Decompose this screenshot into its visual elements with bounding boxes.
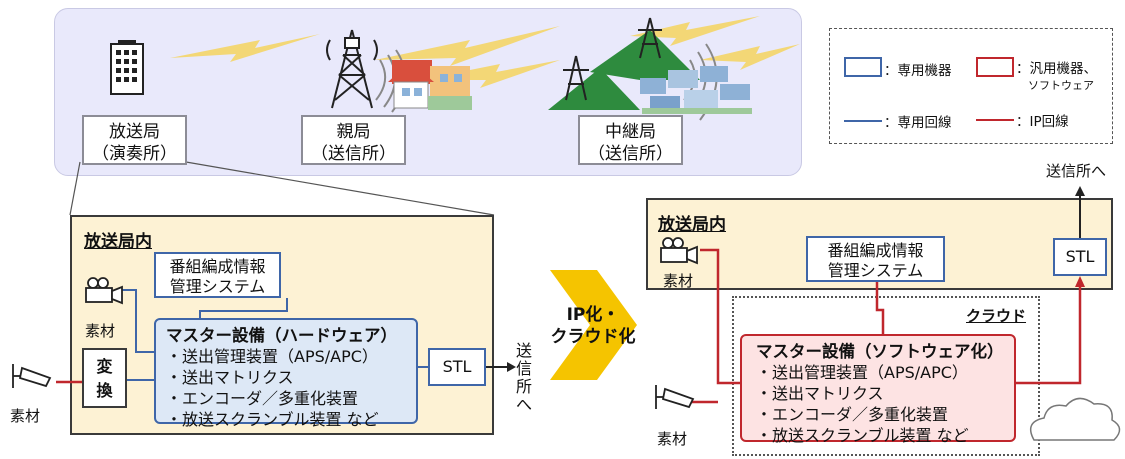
right-station-title: 放送局内: [658, 215, 726, 235]
right-program-info-line1: 番組編成情報: [827, 241, 924, 260]
ip-line: [875, 282, 885, 334]
ip-line: [1016, 286, 1082, 385]
lightning-beam: [630, 16, 760, 46]
right-master-item: ・送出管理装置（APS/APC）: [756, 363, 968, 382]
left-master-item: ・送出マトリクス: [166, 368, 294, 387]
to-transmitter-char: へ: [515, 395, 532, 414]
broadcast-station-sub: （演奏所）: [92, 144, 177, 164]
parent-station-name: 親局: [336, 122, 371, 142]
right-program-info-line2: 管理システム: [827, 261, 924, 280]
legend-dedicated-device-swatch: [844, 57, 882, 77]
converter-line2: 換: [96, 381, 113, 400]
office-building-icon: [110, 40, 144, 95]
lightning-beam: [420, 60, 560, 88]
right-stl-box: STL: [1053, 238, 1107, 276]
relay-station-sub: （送信所）: [588, 144, 673, 164]
relay-station-box: 中継局 （送信所）: [578, 115, 683, 165]
cloud-area: [732, 296, 1040, 456]
legend-dedicated-device-label: ：専用機器: [884, 63, 952, 79]
left-program-info-line2: 管理システム: [169, 277, 266, 296]
relay-houses-icon: [640, 66, 752, 114]
left-cctv-label: 素材: [10, 407, 41, 425]
left-master-item: ・エンコーダ／多重化装置: [166, 389, 359, 408]
transition-label: IP化・ クラウド化: [548, 304, 638, 348]
cloud-label: クラウド: [966, 307, 1027, 325]
right-to-transmitter-label: 送信所へ: [1046, 162, 1107, 180]
callout-line: [185, 161, 495, 216]
transition-label-line2: クラウド化: [550, 327, 636, 347]
right-master-item: ・エンコーダ／多重化装置: [756, 405, 949, 424]
legend-dedicated-line-swatch: [844, 120, 882, 122]
left-stl-box: STL: [428, 348, 486, 386]
relay-station-name: 中継局: [605, 122, 656, 142]
arrow-head: [1075, 186, 1085, 196]
left-program-info-system-box: 番組編成情報 管理システム: [154, 252, 281, 298]
video-camera-icon: [660, 237, 698, 265]
parent-station-box: 親局 （送信所）: [301, 115, 406, 165]
left-master-item: ・送出管理装置（APS/APC）: [166, 347, 378, 366]
transition-label-line1: IP化・: [566, 305, 620, 325]
relay-tower-icon: [563, 17, 662, 101]
broadcast-station-name: 放送局: [109, 122, 160, 142]
left-station-title: 放送局内: [84, 232, 152, 252]
dedicated-line: [121, 289, 154, 353]
right-master-item: ・送出マトリクス: [756, 384, 884, 403]
right-master-item: ・放送スクランブル装置 など: [756, 426, 969, 445]
lightning-beam: [170, 34, 320, 62]
left-to-transmitter-label: 送 信 所 へ: [515, 342, 533, 414]
arrow-head: [1075, 276, 1085, 287]
houses-icon: [388, 60, 472, 110]
right-cctv-label: 素材: [657, 430, 688, 448]
video-camera-icon: [85, 277, 123, 305]
right-program-info-system-box: 番組編成情報 管理システム: [806, 236, 945, 282]
lightning-beam: [700, 44, 800, 70]
broadcast-station-box: 放送局 （演奏所）: [82, 115, 187, 165]
legend-general-device-swatch: [976, 57, 1014, 77]
right-camera-label: 素材: [663, 272, 694, 290]
cctv-camera-icon: [12, 364, 52, 388]
to-transmitter-char: 信: [515, 359, 532, 378]
cctv-camera-icon: [655, 385, 695, 409]
left-master-title: マスター設備（ハードウェア）: [166, 326, 397, 345]
legend-general-device-label: ：汎用機器、: [1016, 61, 1097, 77]
left-camera-label: 素材: [85, 322, 116, 340]
left-master-equipment-box: マスター設備（ハードウェア） ・送出管理装置（APS/APC） ・送出マトリクス…: [154, 318, 418, 429]
left-master-item: ・放送スクランブル装置 など: [166, 410, 379, 429]
transition-arrow-shape: [550, 270, 637, 380]
cloud-icon: [1029, 397, 1121, 441]
dedicated-line: [199, 298, 288, 318]
left-program-info-line1: 番組編成情報: [169, 257, 266, 276]
legend-ip-line-label: ：IP回線: [1016, 114, 1069, 130]
to-transmitter-char: 送: [515, 341, 532, 360]
to-transmitter-char: 所: [515, 377, 532, 396]
ip-line: [700, 248, 740, 385]
legend-general-device-label-2: ソフトウェア: [1028, 79, 1094, 92]
right-master-title: マスター設備（ソフトウェア化）: [756, 342, 1004, 361]
lightning-beam: [375, 26, 560, 66]
converter-box: 変 換: [82, 348, 127, 408]
right-master-equipment-box: マスター設備（ソフトウェア化） ・送出管理装置（APS/APC） ・送出マトリク…: [740, 334, 1016, 445]
legend-dedicated-line-label: ：専用回線: [884, 115, 952, 131]
callout-line: [69, 161, 81, 216]
arrow-head: [507, 362, 516, 372]
legend-ip-line-swatch: [976, 119, 1014, 121]
converter-line1: 変: [96, 357, 113, 376]
parent-station-sub: （送信所）: [311, 144, 396, 164]
legend: ：専用機器 ：汎用機器、 ソフトウェア ：専用回線 ：IP回線: [829, 28, 1113, 144]
